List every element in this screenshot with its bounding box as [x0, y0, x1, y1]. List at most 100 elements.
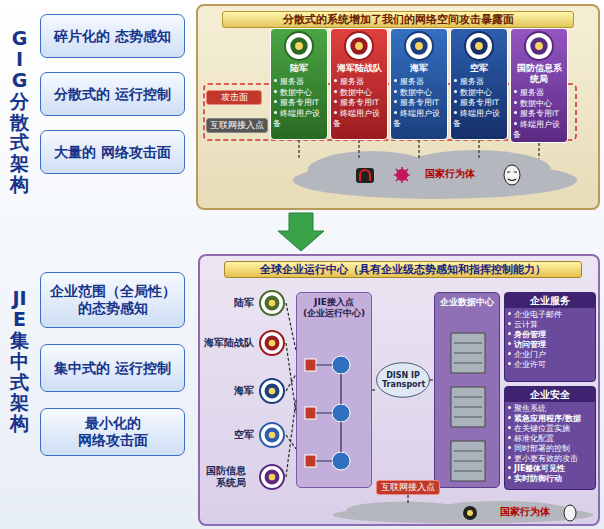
list-item: 数据中心	[393, 88, 445, 99]
list-item: 同时部署的控制	[505, 444, 595, 454]
section-title: GIG分散式架构	[10, 28, 29, 195]
list-item: 标准化配置	[505, 434, 595, 444]
node-title: 企业数据中心	[435, 297, 499, 308]
branch-entry: 国防信息系统局	[200, 460, 286, 494]
node-title: 互联网接入点	[207, 120, 267, 131]
connector	[372, 389, 376, 390]
list-item: 数据中心	[333, 88, 385, 99]
threat-cloud: 国家行为体	[290, 148, 580, 200]
list-item: 企业许可	[505, 360, 595, 370]
connector	[286, 435, 296, 449]
summary-box: 分散式的 运行控制	[40, 72, 185, 116]
node-title: 海军陆战队	[333, 63, 385, 74]
internet-access-tag: 互联网接入点	[206, 118, 268, 133]
services-panel: 企业服务企业电子邮件云计算身份管理访问管理企业门户企业许可	[504, 292, 596, 382]
list-item: 数据中心	[273, 88, 325, 99]
list-item: 服务器	[513, 88, 565, 99]
summary-box: 最小化的 网络攻击面	[40, 408, 185, 456]
branch-column: 国防信息系统局服务器数据中心服务专用IT终端用户设备	[510, 28, 568, 143]
list-item: 紧急应用程序/数据	[505, 414, 595, 424]
connector	[286, 400, 296, 477]
node-art	[297, 293, 371, 487]
node-title: 分散式的 运行控制	[51, 86, 174, 103]
node-title: 海军陆战队	[200, 337, 254, 349]
node-title: 分散式的系统增加了我们的网络空间攻击暴露面	[222, 11, 574, 28]
node-title: 陆军	[200, 297, 254, 309]
connector	[430, 379, 434, 380]
internet-access-tag: 互联网接入点	[376, 480, 440, 495]
attack-surface-tag: 攻击面	[206, 90, 262, 105]
connector	[286, 374, 296, 391]
branch-column: 空军服务器数据中心服务专用IT终端用户设备	[450, 28, 508, 140]
access-point-panel: JIE接入点 (企业运行中心)	[296, 292, 372, 488]
branch-entry: 空军	[200, 418, 286, 452]
connector	[286, 343, 296, 414]
list-item: 服务器	[273, 77, 325, 88]
branch-column: 陆军服务器数据中心服务专用IT终端用户设备	[270, 28, 328, 140]
security-panel: 企业安全聚焦系统紧急应用程序/数据在关键位置实施标准化配置同时部署的控制更小更有…	[504, 386, 596, 490]
list-item: 服务专用IT	[333, 98, 385, 109]
list-item: 云计算	[505, 320, 595, 330]
list-item: 服务器	[333, 77, 385, 88]
section-title: JIE集中式架构	[10, 288, 29, 434]
node-title: 陆军	[273, 63, 325, 74]
list-item: 更小更有效的攻击	[505, 454, 595, 464]
connector	[407, 495, 408, 505]
node-title: JIE接入点 (企业运行中心)	[299, 297, 369, 319]
node-art	[435, 293, 499, 487]
node-title: 大量的 网络攻击面	[51, 144, 174, 161]
list-item: 终端用户设备	[453, 109, 505, 130]
data-center-panel: 企业数据中心	[434, 292, 500, 488]
summary-box: 大量的 网络攻击面	[40, 130, 185, 174]
node-title: 国防信息系统局	[513, 63, 565, 85]
list-item: 服务器	[393, 77, 445, 88]
node-title: 企业安全	[505, 387, 595, 402]
branch-entry: 陆军	[200, 286, 286, 320]
node-title: 国家行为体	[425, 168, 580, 180]
list-item: 服务器	[453, 77, 505, 88]
node-title: 集中式的 运行控制	[51, 360, 174, 377]
branch-column: 海军服务器数据中心服务专用IT终端用户设备	[390, 28, 448, 140]
threat-cloud: 国家行为体	[330, 500, 596, 524]
list-item: 服务专用IT	[513, 109, 565, 120]
list-item: 数据中心	[513, 99, 565, 110]
node-title: 空军	[200, 429, 254, 441]
branch-entry: 海军	[200, 374, 286, 408]
node-title: 攻击面	[207, 92, 261, 103]
connector	[478, 140, 479, 158]
network-cloud: DISN IP Transport	[376, 362, 430, 398]
node-title: 海军	[393, 63, 445, 74]
connector	[286, 303, 296, 351]
list-item: 服务专用IT	[453, 98, 505, 109]
summary-box: 碎片化的 态势感知	[40, 14, 185, 58]
node-title: 企业范围（全局性）的态势感知	[48, 283, 177, 317]
node-title: 国防信息系统局	[200, 465, 246, 489]
node-title: 海军	[200, 385, 254, 397]
node-art	[330, 500, 596, 524]
summary-box: 集中式的 运行控制	[40, 344, 185, 392]
list-item: 服务专用IT	[393, 98, 445, 109]
node-title: 全球企业运行中心（具有企业级态势感知和指挥控制能力）	[224, 261, 582, 278]
connector	[538, 143, 539, 158]
node-title: 互联网接入点	[377, 482, 439, 493]
connector	[298, 140, 299, 158]
list-item: 终端用户设备	[333, 109, 385, 130]
list-item: 企业门户	[505, 350, 595, 360]
list-item: JIE整体可见性	[505, 464, 595, 474]
node-title: 碎片化的 态势感知	[51, 28, 174, 45]
jie-panel: 全球企业运行中心（具有企业级态势感知和指挥控制能力） 陆军海军陆战队海军空军国防信…	[198, 254, 600, 526]
list-item: 终端用户设备	[273, 109, 325, 130]
list-item: 终端用户设备	[513, 120, 565, 141]
down-arrow	[278, 213, 324, 251]
branch-entry: 海军陆战队	[200, 326, 286, 360]
list-item: 聚焦系统	[505, 404, 595, 414]
list-item: 实时防御行动	[505, 474, 595, 484]
list-item: 终端用户设备	[393, 109, 445, 130]
node-title: 空军	[453, 63, 505, 74]
branch-column: 海军陆战队服务器数据中心服务专用IT终端用户设备	[330, 28, 388, 140]
list-item: 服务专用IT	[273, 98, 325, 109]
node-title: 最小化的 网络攻击面	[51, 415, 174, 449]
node-title: DISN IP Transport	[382, 371, 424, 389]
connector	[418, 140, 419, 158]
connector	[358, 140, 359, 158]
